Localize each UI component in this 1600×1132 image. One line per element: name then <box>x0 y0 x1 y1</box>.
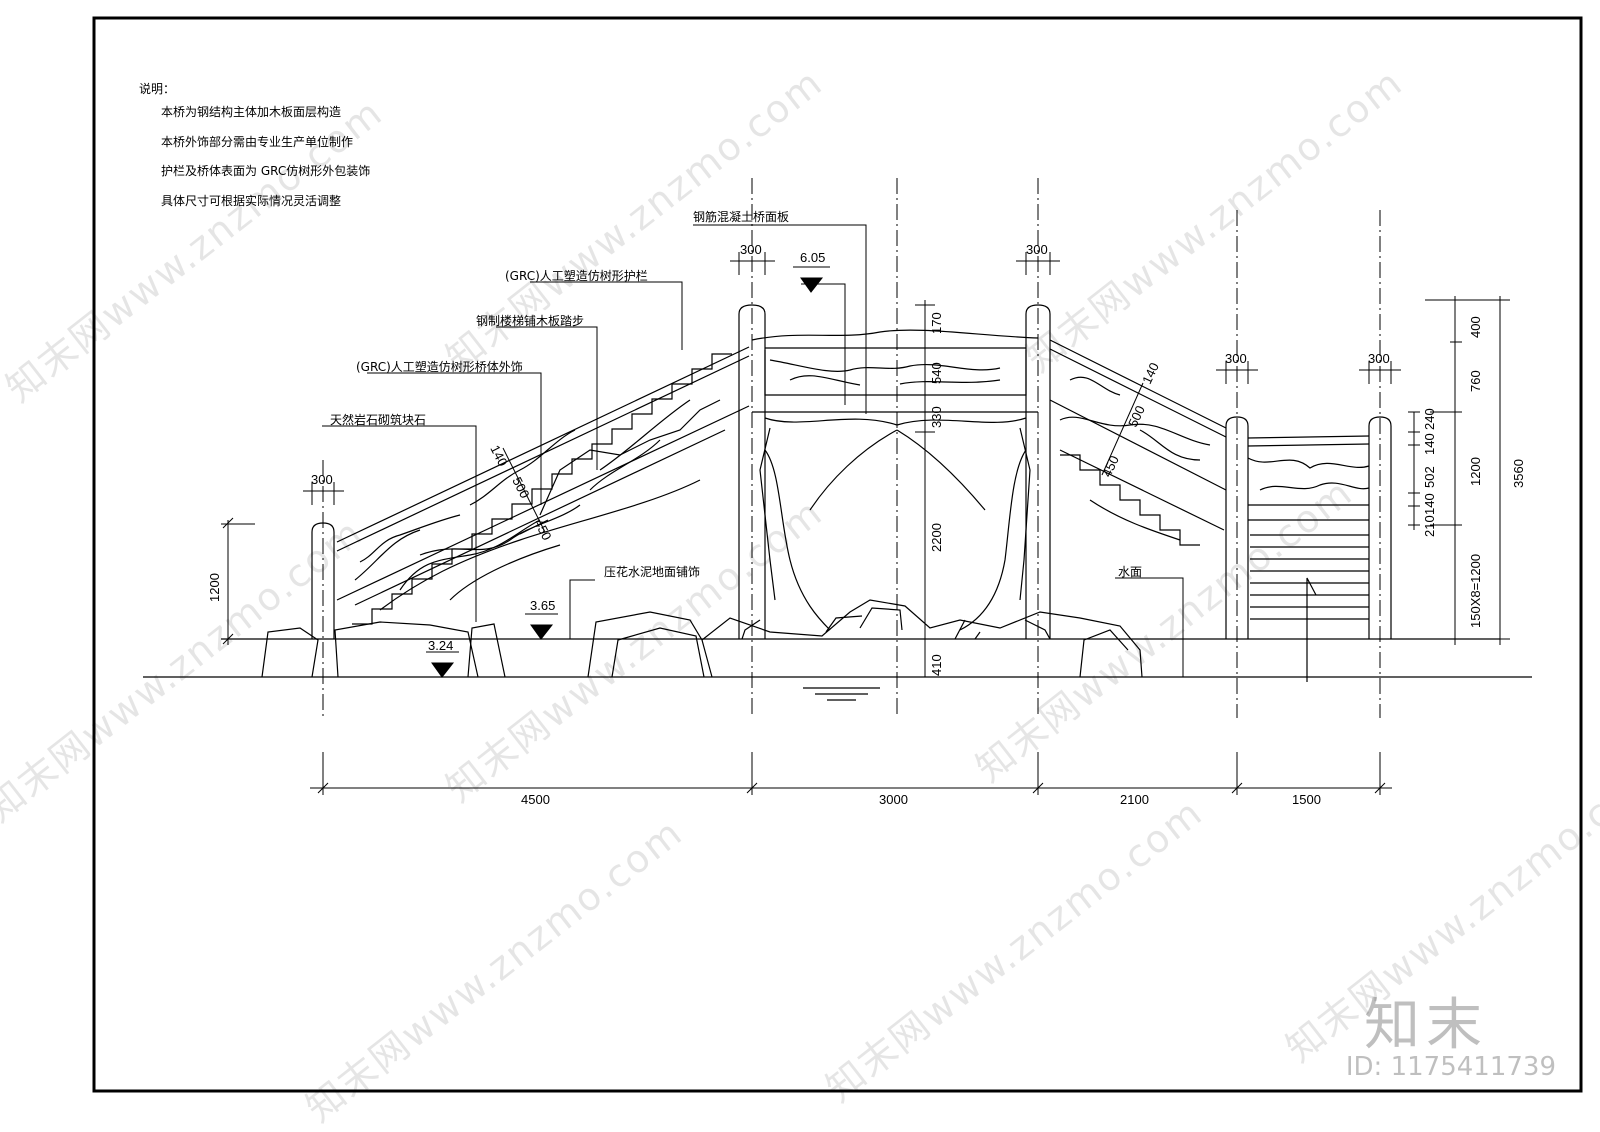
level-marker-top <box>800 277 824 293</box>
dim-post-4: 300 <box>1225 351 1247 366</box>
dim-post-1: 300 <box>311 472 333 487</box>
slope-dims <box>502 382 1144 533</box>
brand-logo-text: 知末 <box>1364 993 1488 1058</box>
dim-bottom-4: 1500 <box>1292 792 1321 807</box>
note-line-2: 本桥外饰部分需由专业生产单位制作 <box>161 134 354 149</box>
callout-leaders <box>322 224 1184 677</box>
dim-bottom-2: 3000 <box>879 792 908 807</box>
level-ground: 3.65 <box>530 598 555 613</box>
dim-slope-1: 140 <box>487 443 510 469</box>
callout-steps: 钢制楼梯铺木板踏步 <box>476 313 584 328</box>
callout-body: (GRC)人工塑造仿树形桥体外饰 <box>356 359 523 374</box>
left-post <box>311 522 335 639</box>
image-id-label: ID: 1175411739 <box>1345 1052 1556 1082</box>
dim-right-small-4: 140 <box>1422 493 1437 515</box>
level-water: 3.24 <box>428 638 453 653</box>
callout-water: 水面 <box>1118 565 1142 579</box>
level-markers <box>426 266 830 678</box>
center-vertical-dim <box>915 300 935 678</box>
dim-bottom-3: 2100 <box>1120 792 1149 807</box>
left-ramp <box>336 346 750 625</box>
right-ramp <box>1049 339 1227 546</box>
dim-center-1: 170 <box>929 312 944 334</box>
dim-right-small-5: 210 <box>1422 515 1437 537</box>
callout-deck: 钢筋混凝土桥面板 <box>693 209 789 224</box>
dim-right-3: 1200 <box>1468 457 1483 486</box>
dim-center-2: 540 <box>929 362 944 384</box>
right-vertical-dims <box>1408 296 1510 645</box>
note-line-3: 护栏及桥体表面为 GRC仿树形外包装饰 <box>161 164 371 178</box>
dim-slope-4: 140 <box>1139 360 1162 386</box>
bottom-dimension-chain <box>310 752 1392 795</box>
drawing-notes: 说明： 本桥为钢结构主体加木板面层构造 本桥外饰部分需由专业生产单位制作 护栏及… <box>139 82 370 216</box>
dim-right-small-1: 240 <box>1422 408 1437 430</box>
right-stair <box>1225 416 1392 682</box>
dim-right-4: 150X8=1200 <box>1468 554 1483 628</box>
dim-post-3: 300 <box>1026 242 1048 257</box>
notes-heading: 说明： <box>139 82 176 96</box>
sheet-border <box>92 16 1583 1093</box>
dim-center-4: 2200 <box>929 523 944 552</box>
dim-bottom-1: 4500 <box>521 792 550 807</box>
base-rocks <box>261 599 1143 678</box>
dim-post-2: 300 <box>740 242 762 257</box>
note-line-4: 具体尺寸可根据实际情况灵活调整 <box>161 193 342 208</box>
left-vertical-dim <box>221 517 255 645</box>
dim-slope-5: 500 <box>1125 403 1148 429</box>
level-top: 6.05 <box>800 250 825 265</box>
dim-post-5: 300 <box>1368 351 1390 366</box>
dim-slope-6: 450 <box>1099 453 1122 479</box>
callout-railing: (GRC)人工塑造仿树形护栏 <box>505 268 648 283</box>
dim-right-small-2: 140 <box>1422 433 1437 455</box>
post-width-dims <box>303 252 1401 505</box>
axis-lines <box>322 178 1381 718</box>
dim-slope-2: 500 <box>509 475 532 501</box>
dim-right-small-3: 502 <box>1422 466 1437 488</box>
callout-rock: 天然岩石砌筑块石 <box>330 412 426 427</box>
dim-left-rail: 1200 <box>207 573 222 602</box>
level-marker-ground <box>530 624 554 640</box>
callout-paving: 压花水泥地面铺饰 <box>604 564 700 579</box>
dim-right-total: 3560 <box>1511 459 1526 488</box>
dim-right-1: 400 <box>1468 316 1483 338</box>
dim-center-3: 330 <box>929 406 944 428</box>
dim-right-2: 760 <box>1468 370 1483 392</box>
level-marker-water <box>431 662 455 678</box>
dim-center-5: 410 <box>929 654 944 676</box>
ground-lines <box>143 638 1532 701</box>
center-span <box>738 304 1051 640</box>
note-line-1: 本桥为钢结构主体加木板面层构造 <box>161 105 342 119</box>
